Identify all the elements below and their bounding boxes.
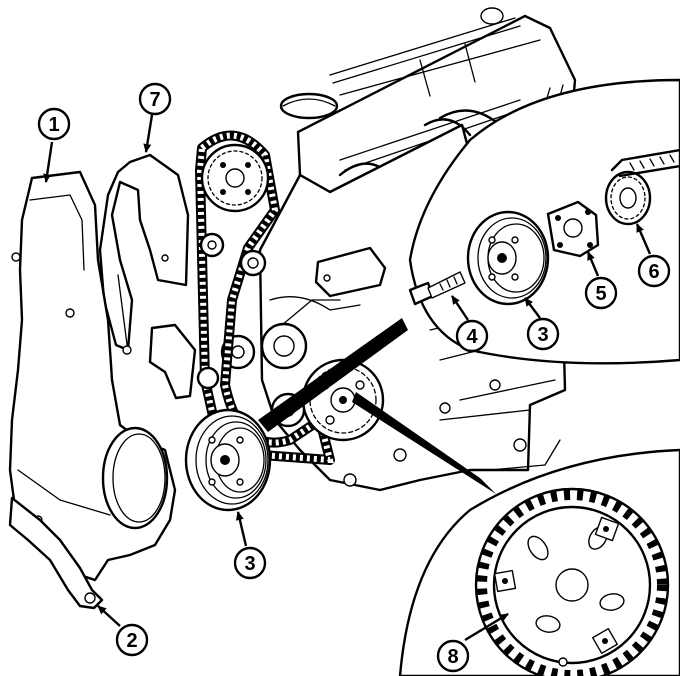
- callout-leaders: [43, 114, 652, 642]
- detail-pointer-bands: [258, 318, 496, 494]
- inset-crankshaft-pulley: [466, 210, 550, 306]
- crankshaft-pulley: [184, 408, 272, 512]
- crankshaft-bolt: [408, 271, 466, 306]
- crankshaft-sprocket: [604, 148, 680, 226]
- callout-c4: 4: [455, 319, 489, 353]
- callout-c7: 7: [138, 82, 172, 116]
- callout-label: 7: [149, 89, 160, 111]
- callout-c5: 5: [584, 276, 618, 310]
- injection-pump-sprocket: [474, 487, 670, 676]
- callout-c8: 8: [436, 639, 470, 673]
- inner-timing-cover: [98, 153, 197, 400]
- callout-c1: 1: [37, 107, 71, 141]
- callout-c6: 6: [637, 254, 671, 288]
- callout-label: 6: [648, 261, 659, 283]
- lower-timing-cover: [8, 496, 104, 610]
- callout-c3a: 3: [526, 317, 560, 351]
- callout-label: 3: [244, 553, 255, 575]
- callout-c3b: 3: [233, 546, 267, 580]
- callout-label: 5: [595, 283, 606, 305]
- callout-label: 4: [466, 326, 478, 348]
- callout-label: 2: [126, 630, 137, 652]
- callout-label: 1: [48, 114, 59, 136]
- detail-inset-sprocket: [398, 448, 680, 676]
- callout-c2: 2: [115, 623, 149, 657]
- callout-label: 8: [447, 646, 458, 668]
- callout-label: 3: [537, 324, 548, 346]
- crankshaft-hub: [546, 200, 600, 258]
